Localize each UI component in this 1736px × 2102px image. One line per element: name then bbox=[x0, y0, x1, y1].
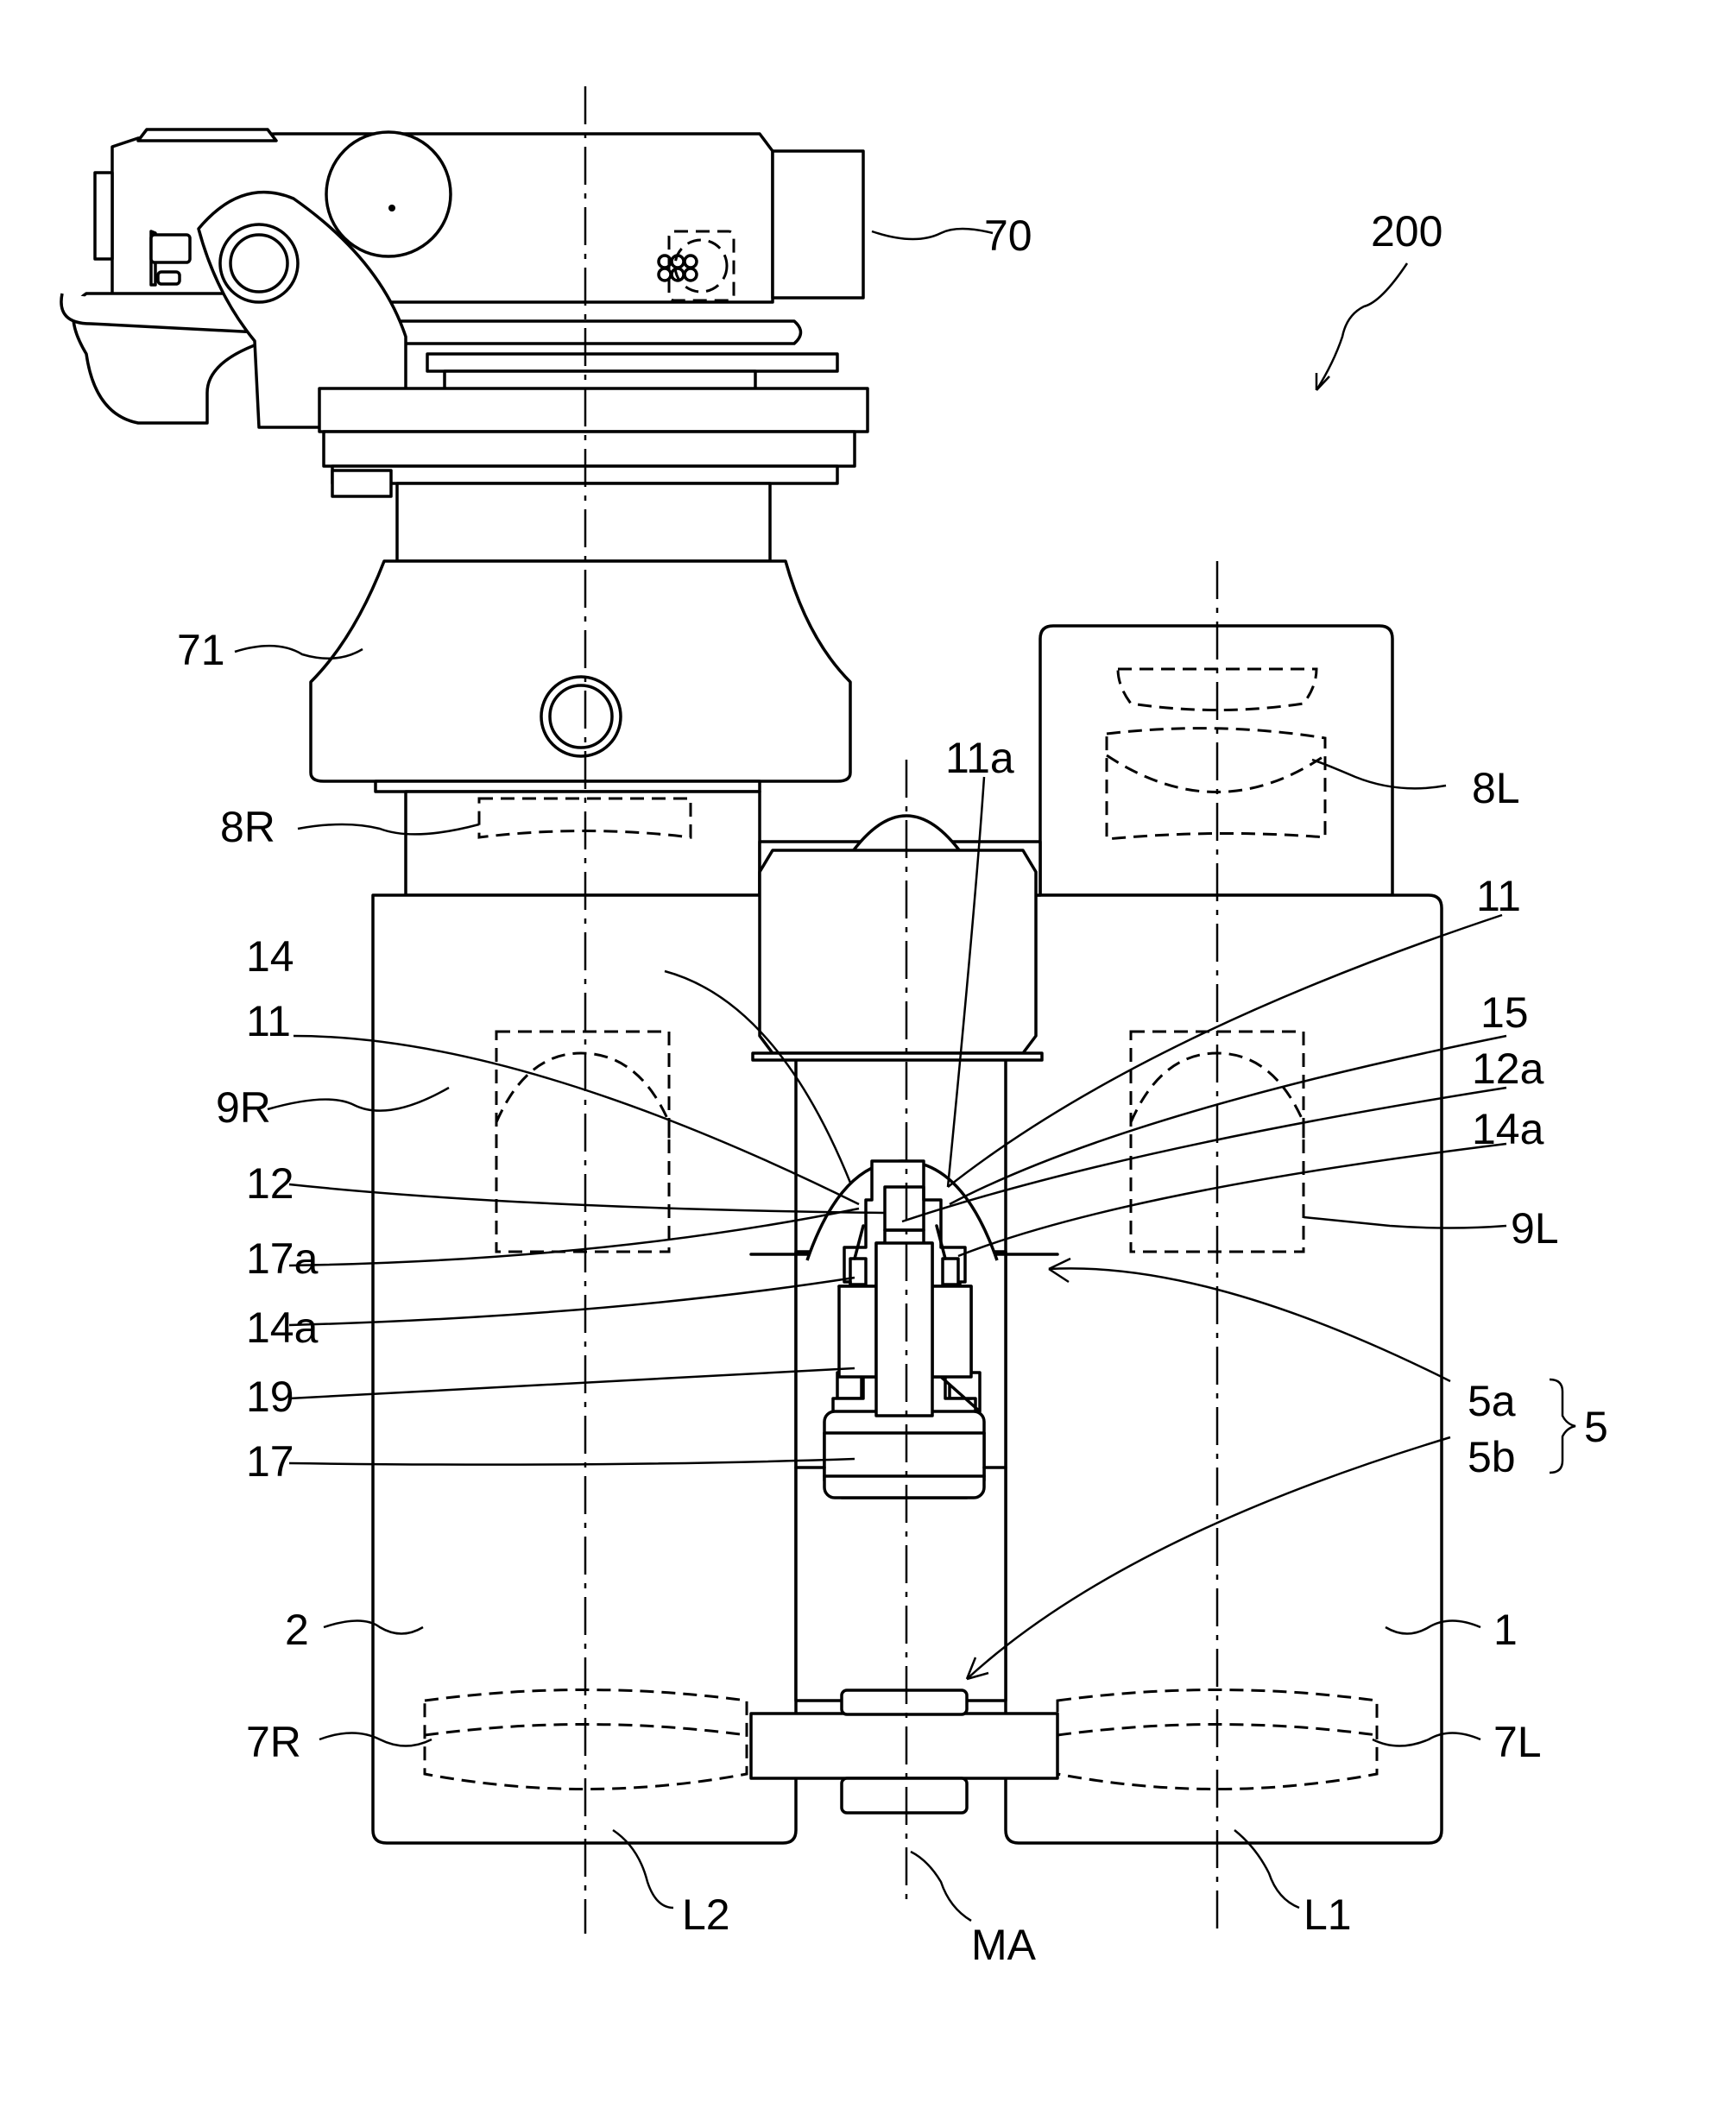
label-70: 70 bbox=[984, 211, 1032, 260]
label-L1: L1 bbox=[1304, 1891, 1352, 1939]
label-MA: MA bbox=[971, 1921, 1037, 1969]
camera-adapter bbox=[311, 483, 850, 792]
label-15: 15 bbox=[1480, 988, 1529, 1037]
label-5a: 5a bbox=[1468, 1377, 1516, 1425]
label-14a-right: 14a bbox=[1472, 1105, 1544, 1153]
label-11-right: 11 bbox=[1476, 872, 1521, 920]
label-7L: 7L bbox=[1493, 1718, 1542, 1766]
label-17: 17 bbox=[246, 1437, 294, 1486]
label-7R: 7R bbox=[246, 1718, 301, 1766]
label-8L: 8L bbox=[1472, 764, 1520, 812]
camera-body bbox=[61, 129, 868, 496]
label-5b: 5b bbox=[1468, 1433, 1516, 1481]
label-12: 12 bbox=[246, 1159, 294, 1208]
label-12a: 12a bbox=[1472, 1045, 1544, 1093]
label-19: 19 bbox=[246, 1373, 294, 1421]
label-17a: 17a bbox=[246, 1234, 319, 1283]
label-8R: 8R bbox=[220, 803, 275, 851]
label-11a: 11a bbox=[945, 734, 1014, 782]
label-L2: L2 bbox=[682, 1891, 730, 1939]
label-200: 200 bbox=[1371, 207, 1442, 256]
label-14: 14 bbox=[246, 932, 294, 981]
label-14a-left: 14a bbox=[246, 1303, 319, 1352]
label-11-left: 11 bbox=[246, 997, 291, 1045]
label-9L: 9L bbox=[1511, 1204, 1559, 1253]
left-barrel bbox=[1006, 626, 1442, 1843]
label-71: 71 bbox=[177, 626, 225, 674]
label-1: 1 bbox=[1493, 1606, 1518, 1654]
label-2: 2 bbox=[285, 1606, 309, 1654]
label-5: 5 bbox=[1584, 1403, 1608, 1451]
label-9R: 9R bbox=[216, 1083, 271, 1132]
